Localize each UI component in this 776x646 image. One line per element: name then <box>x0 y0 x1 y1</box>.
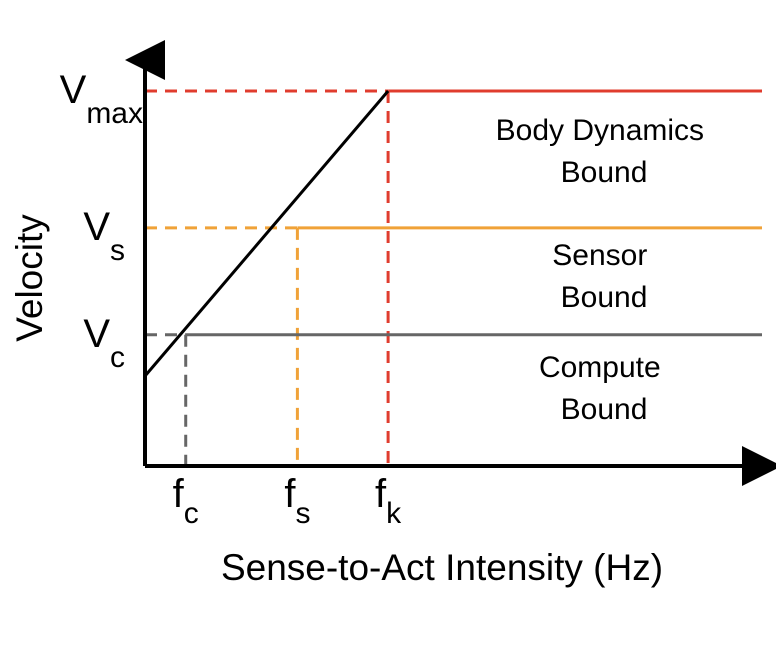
fs-label-main: f <box>284 472 296 516</box>
vmax-label: Vmax <box>60 68 143 130</box>
fk-label: fk <box>375 472 402 530</box>
vc-label-sub: c <box>110 341 125 374</box>
body-dynamics-region-label: Body Dynamics Bound <box>496 114 713 189</box>
vs-label: Vs <box>83 205 125 267</box>
fs-label-sub: s <box>295 497 310 530</box>
fs-label: fs <box>284 472 310 530</box>
vmax-label-sub: max <box>86 97 143 130</box>
fc-label: fc <box>173 472 199 530</box>
compute-region-label: Compute Bound <box>539 351 669 426</box>
fk-label-main: f <box>375 472 387 516</box>
vc-label-main: V <box>83 312 110 356</box>
sensor-line-1: Sensor <box>552 239 647 272</box>
y-tick-labels: Vmax Vs Vc <box>60 68 143 374</box>
sensor-line-2: Bound <box>561 281 648 314</box>
x-axis-label: Sense-to-Act Intensity (Hz) <box>221 547 663 588</box>
y-axis-label: Velocity <box>9 214 50 342</box>
vmax-label-main: V <box>60 68 87 112</box>
fk-label-sub: k <box>386 497 402 530</box>
compute-line-2: Bound <box>561 393 648 426</box>
body-dynamics-line-2: Bound <box>561 156 648 189</box>
x-tick-labels: fc fs fk <box>173 472 403 530</box>
body-dynamics-line-1: Body Dynamics <box>496 114 704 147</box>
compute-line-1: Compute <box>539 351 661 384</box>
fc-label-main: f <box>173 472 185 516</box>
fc-label-sub: c <box>184 497 199 530</box>
roofline-slope <box>143 90 390 377</box>
region-labels: Body Dynamics Bound Sensor Bound Compute… <box>496 114 713 426</box>
threshold-lines <box>145 89 762 466</box>
sensor-region-label: Sensor Bound <box>552 239 655 314</box>
vc-label: Vc <box>83 312 125 374</box>
vs-label-main: V <box>83 205 110 249</box>
vs-label-sub: s <box>110 234 125 267</box>
